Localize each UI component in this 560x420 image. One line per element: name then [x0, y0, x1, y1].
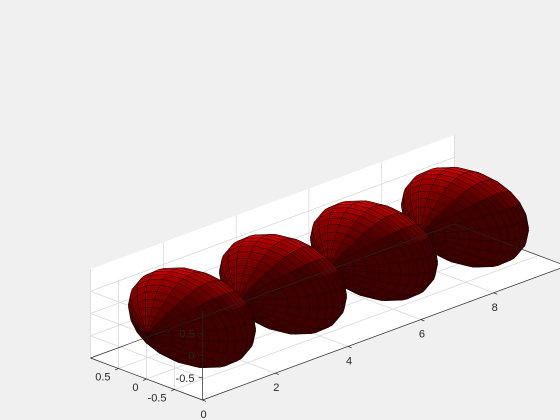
y-tick-mark — [114, 368, 119, 371]
z-tick-label: 0.5 — [179, 328, 194, 340]
y-grid-line-floor — [174, 255, 539, 390]
x-axis-line — [202, 268, 560, 401]
surface-patch — [407, 243, 423, 261]
z-grid-line-back — [90, 156, 455, 292]
z-grid-line-side — [90, 335, 203, 379]
x-tick-mark — [420, 319, 425, 322]
surface-patch — [275, 297, 289, 307]
surface-patch — [498, 209, 514, 227]
x-tick-mark — [347, 346, 352, 349]
surface-plot — [128, 167, 529, 368]
y-tick-mark — [170, 389, 175, 392]
y-tick-mark — [142, 378, 147, 381]
x-tick-label: 2 — [273, 382, 279, 394]
surface-patch — [457, 230, 471, 240]
axes-ticks: 0246810-0.500.5-0.500.5 — [95, 292, 498, 420]
y-tick-label: 0.5 — [95, 372, 110, 384]
surface-patch — [225, 310, 241, 328]
x-tick-label: 6 — [419, 329, 425, 341]
floor-right-edge — [454, 223, 560, 264]
x-tick-label: 4 — [346, 355, 352, 367]
x-tick-mark — [493, 292, 498, 295]
x-tick-label: 8 — [492, 302, 498, 314]
surface-patch — [377, 263, 392, 275]
y-tick-label: 0 — [132, 382, 138, 394]
x-tick-mark — [275, 372, 279, 375]
z-tick-label: 0 — [188, 351, 194, 363]
surface-patch — [316, 276, 332, 294]
z-tick-label: -0.5 — [176, 373, 195, 385]
x-tick-mark — [202, 399, 207, 402]
x-tick-label: 0 — [200, 409, 206, 420]
surface-patch — [366, 264, 380, 274]
y-tick-label: -0.5 — [148, 393, 167, 405]
floor-back-edge — [90, 223, 455, 359]
surface-patch — [286, 296, 301, 308]
